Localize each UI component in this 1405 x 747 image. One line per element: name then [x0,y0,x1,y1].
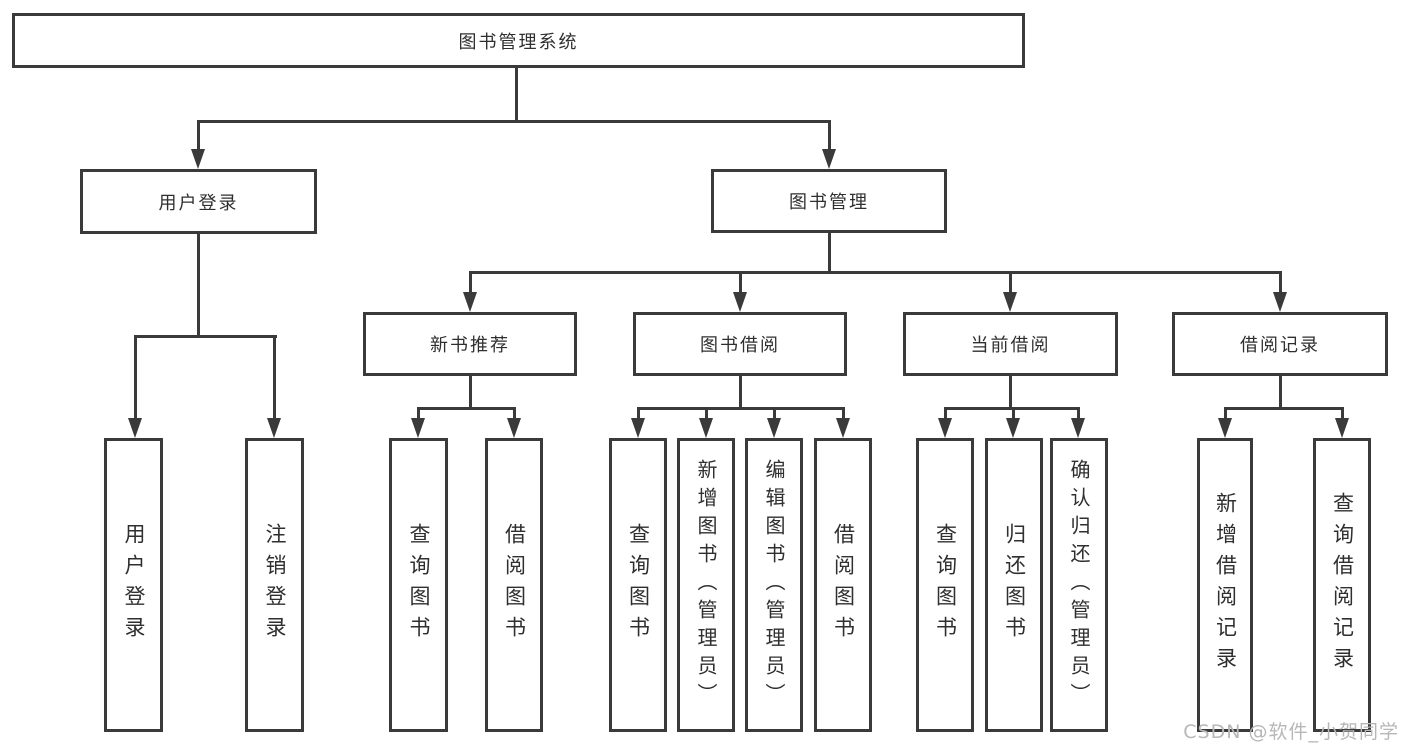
connector-user-login-stem [197,120,200,152]
arrow-down-icon [699,418,713,438]
node-borrow-record-label: 借阅记录 [1240,335,1320,356]
connector-borrow-record-stem [1279,271,1282,295]
leaf-label: 用户登录 [122,523,146,647]
node-user-login: 用户登录 [80,169,317,234]
node-leaf-bb-borrow-books: 借阅图书 [814,438,872,732]
connector-new-book-drop [469,376,472,410]
node-leaf-nb-borrow-books: 借阅图书 [485,438,543,732]
arrow-down-icon [1003,292,1017,312]
arrow-down-icon [128,418,142,438]
arrow-down-icon [836,418,850,438]
connector-new-book-stem [469,271,472,295]
node-new-book-rec-label: 新书推荐 [430,335,510,356]
connector-new-book-split [417,407,516,410]
node-leaf-nb-query-books: 查询图书 [389,438,448,732]
connector-book-mgmt-stem [828,120,831,152]
connector-ul-login-stem [134,335,137,420]
arrow-down-icon [1273,292,1287,312]
node-leaf-br-query-record: 查询借阅记录 [1313,438,1371,732]
connector-ul-logout-stem [273,335,276,420]
node-root: 图书管理系统 [12,13,1025,68]
arrow-down-icon [267,418,281,438]
arrow-down-icon [733,292,747,312]
node-new-book-rec: 新书推荐 [363,312,577,376]
leaf-label: 新增借阅记录 [1213,492,1238,678]
csdn-watermark: CSDN @软件_小贺同学 [1183,721,1399,743]
leaf-label: 注销登录 [263,523,287,647]
connector-current-borrow-stem [1009,271,1012,295]
connector-user-login-drop [197,234,200,338]
connector-current-borrow-drop [1009,376,1012,410]
arrow-down-icon [1006,418,1020,438]
connector-book-mgmt-split [469,271,1282,274]
node-leaf-cb-confirm-return-admin: 确认归还（管理员） [1050,438,1108,732]
connector-leaf-stem [637,407,640,420]
connector-leaf-stem [944,407,947,420]
leaf-label: 查询借阅记录 [1330,492,1355,678]
connector-leaf-stem [1341,407,1344,420]
connector-borrow-record-split [1224,407,1343,410]
node-current-borrow: 当前借阅 [903,312,1118,376]
arrow-down-icon [411,418,425,438]
node-leaf-br-add-record: 新增借阅记录 [1197,438,1253,732]
arrow-down-icon [938,418,952,438]
arrow-down-icon [767,418,781,438]
connector-book-borrow-stem [739,271,742,295]
connector-root-drop [515,68,518,122]
connector-leaf-stem [1077,407,1080,420]
leaf-label: 确认归还（管理员） [1067,459,1091,711]
connector-book-borrow-split [637,407,845,410]
connector-borrow-record-drop [1279,376,1282,410]
connector-root-split [197,120,831,123]
node-current-borrow-label: 当前借阅 [970,335,1051,356]
node-leaf-bb-add-books-admin: 新增图书（管理员） [677,438,735,732]
node-leaf-cb-return-books: 归还图书 [985,438,1043,732]
connector-leaf-stem [1012,407,1015,420]
leaf-label: 归还图书 [1002,523,1027,647]
connector-leaf-stem [417,407,420,420]
leaf-label: 查询图书 [407,523,431,647]
leaf-label: 新增图书（管理员） [694,459,718,711]
connector-leaf-stem [705,407,708,420]
arrow-down-icon [191,149,205,169]
connector-leaf-stem [773,407,776,420]
arrow-down-icon [1071,418,1085,438]
leaf-label: 查询图书 [626,523,651,647]
node-leaf-user-login: 用户登录 [104,438,163,732]
arrow-down-icon [1335,418,1349,438]
node-borrow-record: 借阅记录 [1172,312,1388,376]
connector-leaf-stem [513,407,516,420]
leaf-label: 借阅图书 [502,523,527,647]
node-leaf-logout: 注销登录 [245,438,304,732]
arrow-down-icon [1218,418,1232,438]
connector-book-borrow-drop [739,376,742,410]
connector-leaf-stem [842,407,845,420]
leaf-label: 查询图书 [933,523,958,647]
arrow-down-icon [463,292,477,312]
connector-user-login-split [134,335,277,338]
node-book-borrow-label: 图书借阅 [700,335,780,356]
node-root-label: 图书管理系统 [458,31,579,53]
node-book-mgmt: 图书管理 [711,169,947,233]
connector-book-mgmt-drop [828,233,831,274]
leaf-label: 编辑图书（管理员） [762,459,786,711]
connector-leaf-stem [1224,407,1227,420]
node-leaf-bb-edit-books-admin: 编辑图书（管理员） [745,438,803,732]
node-book-borrow: 图书借阅 [633,312,847,376]
node-leaf-bb-query-books: 查询图书 [609,438,667,732]
node-book-mgmt-label: 图书管理 [789,192,869,213]
arrow-down-icon [507,418,521,438]
arrow-down-icon [822,149,836,169]
leaf-label: 借阅图书 [831,523,856,647]
arrow-down-icon [631,418,645,438]
node-user-login-label: 用户登录 [158,192,239,214]
node-leaf-cb-query-books: 查询图书 [916,438,974,732]
